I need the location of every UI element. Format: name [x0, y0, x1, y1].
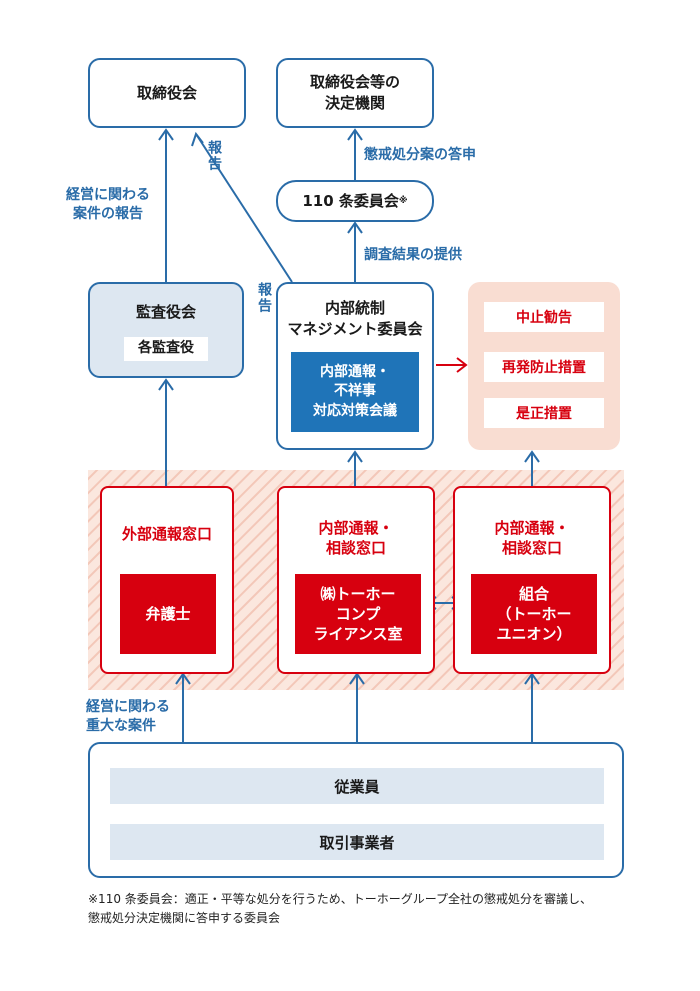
internal-window-title-2: 内部通報・ 相談窓口 — [494, 519, 570, 558]
compliance-office-box: ㈱トーホー コンプ ライアンス室 — [295, 574, 421, 654]
disciplinary-reply-label: 懲戒処分案の答申 — [364, 147, 476, 163]
employees-bar: 従業員 — [110, 768, 604, 804]
internal-window-compliance-box: 内部通報・ 相談窓口 ㈱トーホー コンプ ライアンス室 — [277, 486, 435, 674]
decision-body-label: 取締役会等の 決定機関 — [309, 73, 400, 112]
report-label-top: 報告 — [206, 140, 222, 172]
committee-110-label: 110 条委員会 — [302, 191, 399, 210]
footnote: ※110 条委員会：適正・平等な処分を行うため、トーホーグループ全社の懲戒処分を… — [88, 892, 593, 925]
action-suspension: 中止勧告 — [484, 302, 604, 332]
whistleblowing-council-box: 内部通報・ 不祥事 対応対策会議 — [291, 352, 419, 432]
decision-body-box: 取締役会等の 決定機関 — [276, 58, 434, 128]
internal-window-title-1: 内部通報・ 相談窓口 — [318, 519, 394, 558]
board-label: 取締役会 — [136, 83, 197, 102]
committee-110-mark: ※ — [398, 195, 408, 206]
external-window-box: 外部通報窓口 弁護士 — [100, 486, 234, 674]
audit-board-box: 監査役会 各監査役 — [88, 282, 244, 378]
report-label-mid: 報告 — [256, 282, 272, 314]
auditors-tag: 各監査役 — [124, 337, 208, 361]
action-recurrence-prevention: 再発防止措置 — [484, 352, 604, 382]
audit-board-title: 監査役会 — [135, 303, 196, 321]
action-corrective: 是正措置 — [484, 398, 604, 428]
mgmt-report-label: 経営に関わる 案件の報告 — [66, 187, 150, 222]
serious-matters-label: 経営に関わる 重大な案件 — [86, 699, 170, 734]
board-box: 取締役会 — [88, 58, 246, 128]
union-box: 組合 （トーホー ユニオン） — [471, 574, 597, 654]
external-window-title: 外部通報窓口 — [121, 525, 212, 543]
business-partners-bar: 取引事業者 — [110, 824, 604, 860]
investigation-results-label: 調査結果の提供 — [364, 247, 462, 263]
internal-control-title: 内部統制 マネジメント委員会 — [287, 299, 423, 338]
lawyer-box: 弁護士 — [120, 574, 216, 654]
committee-110-box: 110 条委員会※ — [276, 180, 434, 222]
internal-window-union-box: 内部通報・ 相談窓口 組合 （トーホー ユニオン） — [453, 486, 611, 674]
internal-control-box: 内部統制 マネジメント委員会 内部通報・ 不祥事 対応対策会議 — [276, 282, 434, 450]
